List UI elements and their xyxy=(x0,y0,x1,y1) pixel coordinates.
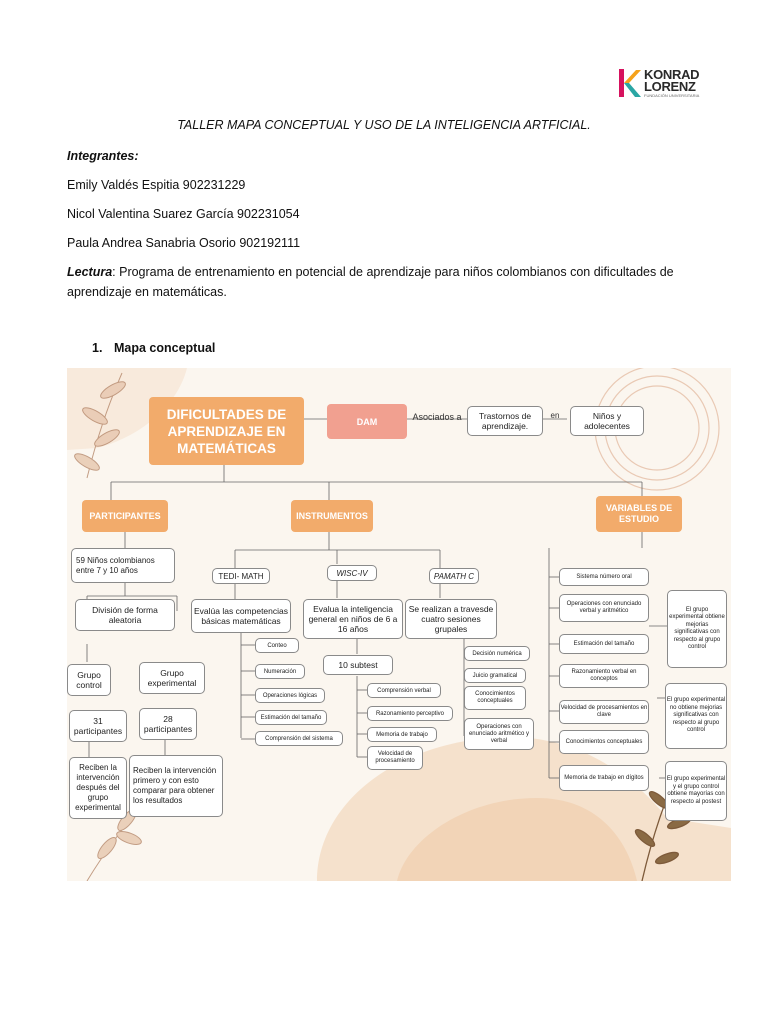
asociados-label: Asociados a xyxy=(412,412,462,422)
member-2: Nicol Valentina Suarez García 902231054 xyxy=(67,207,300,221)
leaf-decoration-top-left xyxy=(74,372,126,479)
control-participants-node: 31 participantes xyxy=(69,710,127,742)
member-1: Emily Valdés Espitia 902231229 xyxy=(67,178,246,192)
pamath-item-juicio: Juicio gramatical xyxy=(464,668,526,683)
concept-map: DIFICULTADES DE APRENDIZAJE EN MATEMÁTIC… xyxy=(67,368,731,881)
trastornos-node: Trastornos de aprendizaje. xyxy=(467,406,543,436)
pamath-description-node: Se realizan a travesde cuatro sesiones g… xyxy=(405,599,497,639)
experimental-participants-node: 28 participantes xyxy=(139,708,197,740)
participantes-node: PARTICIPANTES xyxy=(82,500,168,532)
background-blobs xyxy=(67,368,731,881)
section-number: 1. xyxy=(92,341,103,355)
variable-item-1: Sistema número oral xyxy=(559,568,649,586)
tedi-description-node: Evalúa las competencias básicas matemáti… xyxy=(191,599,291,633)
tedi-item-numeracion: Numeración xyxy=(255,664,305,679)
wisc-item-velocidad: Velocidad de procesamiento xyxy=(367,746,423,770)
result-node-2: El grupo experimental no obtiene mejoria… xyxy=(665,683,727,749)
logo-subtext: FUNDACIÓN UNIVERSITARIA xyxy=(644,93,700,98)
variable-item-2: Operaciones con enunciado verbal y aritm… xyxy=(559,594,649,622)
wisc-subtest-node: 10 subtest xyxy=(323,655,393,675)
grupo-control-node: Grupo control xyxy=(67,664,111,696)
pamath-item-conocimientos: Conocimientos conceptuales xyxy=(464,686,526,710)
pamath-item-decision: Decisión numérica xyxy=(464,646,530,661)
section-heading: 1. Mapa conceptual xyxy=(92,341,215,355)
division-node: División de forma aleatoria xyxy=(75,599,175,631)
lectura-paragraph: Lectura: Programa de entrenamiento en po… xyxy=(67,262,702,302)
grupo-experimental-node: Grupo experimental xyxy=(139,662,205,694)
main-topic-node: DIFICULTADES DE APRENDIZAJE EN MATEMÁTIC… xyxy=(149,397,304,465)
tedi-item-operaciones: Operaciones lógicas xyxy=(255,688,325,703)
wisc-item-razonamiento: Razonamiento perceptivo xyxy=(367,706,453,721)
result-node-1: El grupo experimental obtiene mejorias s… xyxy=(667,590,727,668)
variable-item-3: Estimación del tamaño xyxy=(559,634,649,654)
control-note-node: Reciben la intervención después del grup… xyxy=(69,757,127,819)
variable-item-7: Memoria de trabajo en dígitos xyxy=(559,765,649,791)
tedi-item-comprension: Comprensión del sistema xyxy=(255,731,343,746)
experimental-note-node: Reciben la intervención primero y con es… xyxy=(129,755,223,817)
dam-node: DAM xyxy=(327,404,407,439)
member-3: Paula Andrea Sanabria Osorio 902192111 xyxy=(67,236,301,250)
tedi-math-node: TEDI- MATH xyxy=(212,568,270,584)
concept-map-decoration xyxy=(67,368,731,881)
section-title: Mapa conceptual xyxy=(114,341,216,355)
tedi-item-conteo: Conteo xyxy=(255,638,299,653)
result-node-3: El grupo experimental y el grupo control… xyxy=(665,761,727,821)
wisc-item-memoria: Memoria de trabajo xyxy=(367,727,437,742)
integrantes-label: Integrantes: xyxy=(67,149,139,163)
pamath-c-node: PAMATH C xyxy=(429,568,479,584)
lectura-label: Lectura xyxy=(67,265,113,279)
wisc-description-node: Evalua la inteligencia general en niños … xyxy=(303,599,403,639)
variable-item-5: Velocidad de procesamientos en clave xyxy=(559,700,649,724)
k-logo-icon xyxy=(619,69,641,97)
instrumentos-node: INSTRUMENTOS xyxy=(291,500,373,532)
document-title: TALLER MAPA CONCEPTUAL Y USO DE LA INTEL… xyxy=(177,118,591,132)
ninos-node: Niños y adolecentes xyxy=(570,406,644,436)
variable-item-4: Razonamiento verbal en conceptos xyxy=(559,664,649,688)
variable-item-6: Conocimientos conceptuales xyxy=(559,730,649,754)
lectura-text: : Programa de entrenamiento en potencial… xyxy=(67,265,674,299)
wisc-iv-node: WISC-IV xyxy=(327,565,377,581)
en-label: en xyxy=(550,410,560,420)
variables-node: VARIABLES DE ESTUDIO xyxy=(596,496,682,532)
pamath-item-operaciones: Operaciones con enunciado aritmético y v… xyxy=(464,718,534,750)
tedi-item-estimacion: Estimación del tamaño xyxy=(255,710,327,725)
participantes-total-node: 59 Niños colombianos entre 7 y 10 años xyxy=(71,548,175,583)
wisc-item-comprension: Comprensión verbal xyxy=(367,683,441,698)
